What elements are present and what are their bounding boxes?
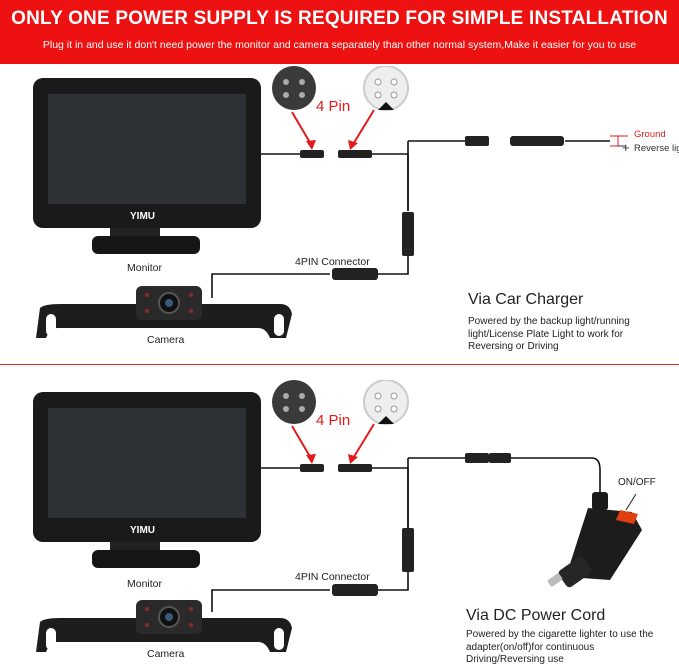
male-pin-icon bbox=[272, 380, 316, 424]
method-description: Powered by the cigarette lighter to use … bbox=[466, 629, 654, 665]
reverse-light-label: Reverse light bbox=[634, 143, 679, 154]
cable-lines bbox=[211, 140, 610, 298]
pin-label: 4 Pin bbox=[316, 412, 351, 429]
female-pin-icon bbox=[363, 66, 409, 111]
wiring-diagram bbox=[33, 66, 628, 338]
camera-label: Camera bbox=[147, 648, 185, 660]
section-divider bbox=[0, 364, 679, 365]
female-pin-icon bbox=[363, 380, 409, 425]
camera-illustration bbox=[36, 286, 292, 338]
monitor-illustration bbox=[33, 392, 261, 568]
monitor-brand: YIMU bbox=[130, 525, 155, 536]
plus-sign: + bbox=[622, 140, 630, 155]
banner-title: ONLY ONE POWER SUPPLY IS REQUIRED FOR SI… bbox=[11, 8, 668, 29]
pin-label: 4 Pin bbox=[316, 98, 351, 115]
camera-label: Camera bbox=[147, 334, 185, 346]
monitor-label: Monitor bbox=[127, 578, 163, 590]
male-pin-icon bbox=[272, 66, 316, 110]
method-title: Via DC Power Cord bbox=[466, 607, 606, 624]
panel-car-charger: YIMU Monitor 4 Pin 4PIN Connector Camera… bbox=[0, 66, 679, 366]
method-description: Powered by the backup light/running ligh… bbox=[468, 316, 630, 352]
camera-illustration bbox=[36, 600, 292, 652]
connector-label: 4PIN Connector bbox=[295, 256, 370, 268]
monitor-illustration bbox=[33, 78, 261, 254]
cigarette-lighter-adapter bbox=[547, 492, 642, 588]
connector-label: 4PIN Connector bbox=[295, 571, 370, 583]
panel-dc-power-cord: YIMU Monitor 4 Pin 4PIN Connector Camera… bbox=[0, 380, 679, 666]
banner-subtitle: Plug it in and use it don't need power t… bbox=[42, 39, 637, 51]
ground-label: Ground bbox=[634, 129, 666, 140]
wiring-diagram bbox=[33, 380, 642, 652]
switch-label: ON/OFF bbox=[618, 477, 656, 488]
header-banner: ONLY ONE POWER SUPPLY IS REQUIRED FOR SI… bbox=[0, 0, 679, 64]
cable-lines bbox=[211, 457, 601, 612]
monitor-label: Monitor bbox=[127, 262, 163, 274]
monitor-brand: YIMU bbox=[130, 211, 155, 222]
method-title: Via Car Charger bbox=[468, 291, 584, 308]
